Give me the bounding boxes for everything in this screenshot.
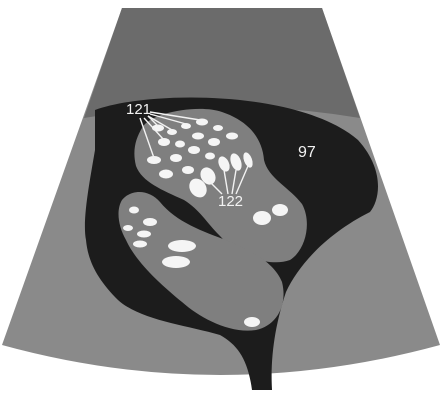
ellipse [137, 231, 151, 238]
label-121: 121 [126, 101, 151, 118]
ellipse [143, 218, 157, 226]
ellipse [182, 166, 194, 174]
ellipse [192, 133, 204, 140]
ellipse [129, 207, 139, 214]
ellipse [133, 241, 147, 248]
ellipse [162, 256, 190, 268]
ellipse [170, 154, 182, 162]
ellipse [226, 133, 238, 140]
ellipse [253, 211, 271, 225]
ellipse [168, 240, 196, 252]
ellipse [175, 141, 185, 148]
ellipse [244, 317, 260, 327]
ellipse [272, 204, 288, 216]
ellipse [208, 138, 220, 146]
label-97: 97 [298, 144, 316, 161]
ellipse [159, 170, 173, 179]
ellipse [205, 153, 215, 160]
ellipse [123, 225, 133, 231]
label-122: 122 [218, 193, 243, 210]
ellipse [188, 146, 200, 154]
ellipse [213, 125, 223, 131]
